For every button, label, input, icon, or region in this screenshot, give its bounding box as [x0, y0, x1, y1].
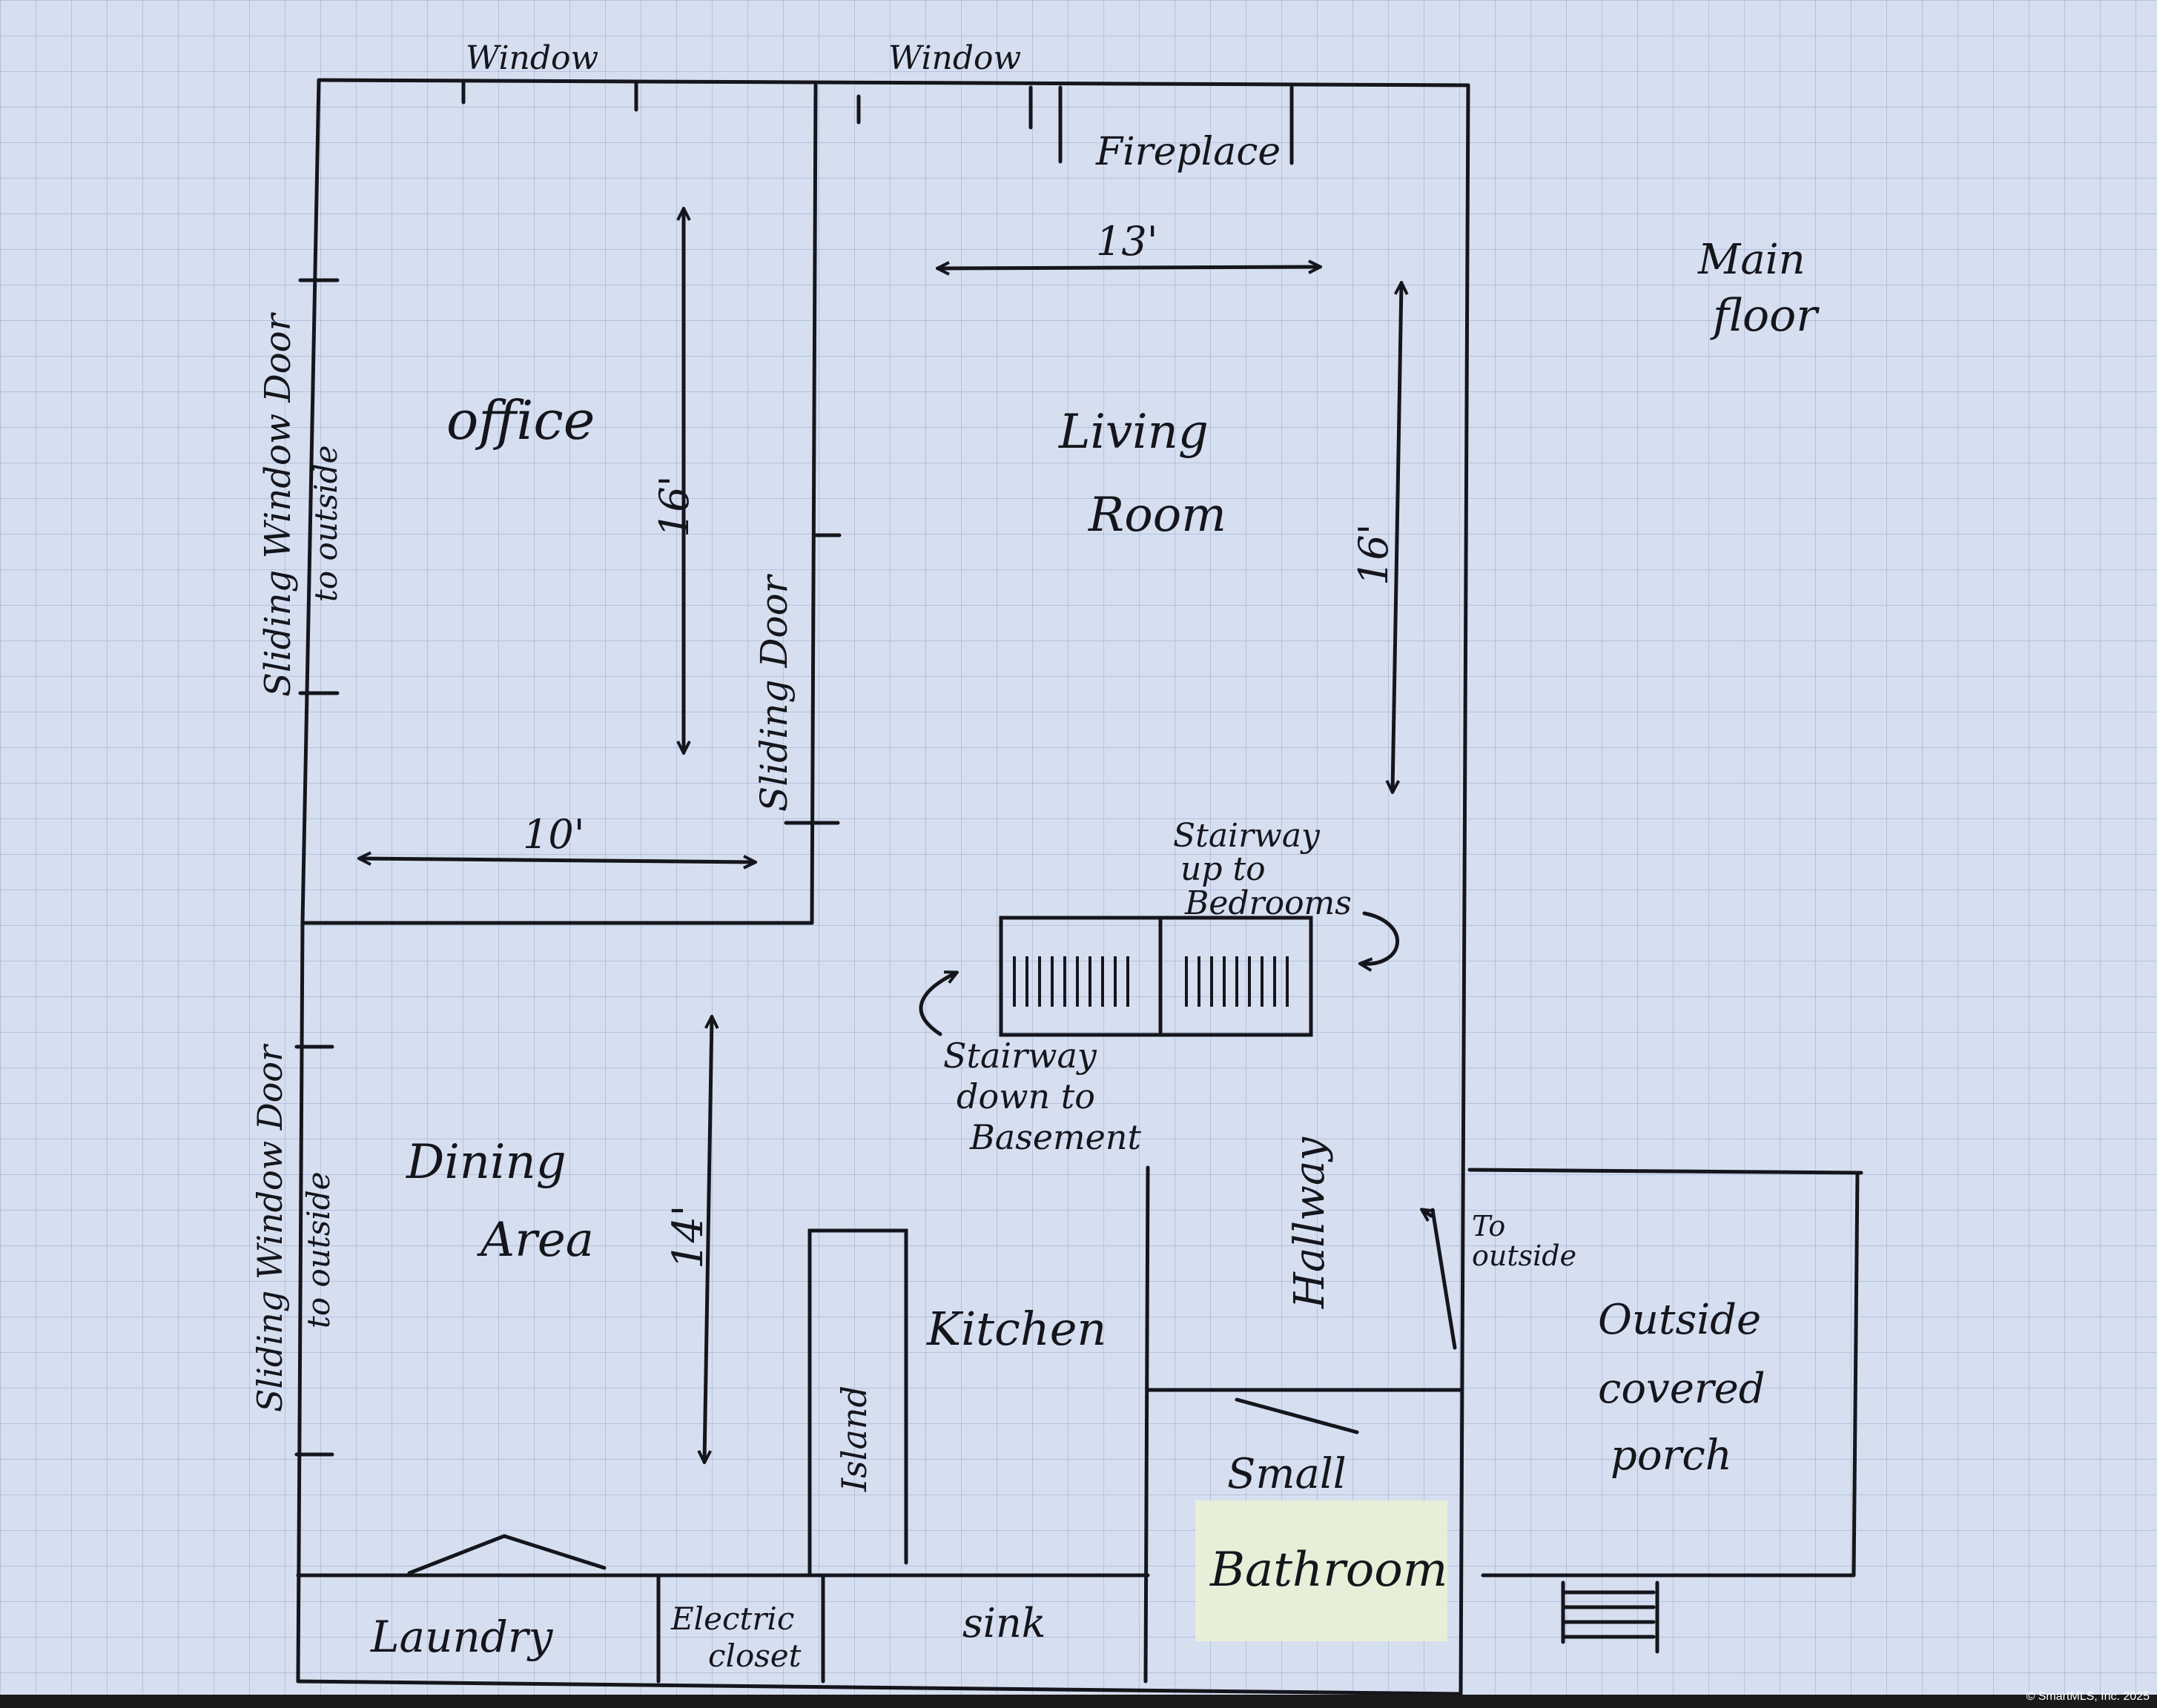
stair-down-label-line3: Basement	[970, 1117, 1142, 1157]
living-room-label-line2: Room	[1089, 488, 1226, 543]
right-wall	[1459, 83, 1470, 1696]
bathroom-door-swing	[1235, 1397, 1359, 1434]
dim-arrow-living-height	[1393, 283, 1401, 792]
fireplace-label: Fireplace	[1096, 130, 1281, 174]
stair-down-label-line2: down to	[957, 1076, 1095, 1116]
island	[807, 1228, 908, 1575]
staircase	[999, 916, 1313, 1037]
kitchen-label: Kitchen	[927, 1302, 1107, 1356]
left-wall-dining	[296, 921, 305, 1684]
stair-treads	[1013, 956, 1289, 1007]
porch-top	[1467, 1168, 1863, 1175]
island-label: Island	[834, 1386, 874, 1492]
living-room-label-line1: Living	[1059, 405, 1209, 460]
to-outside-label-top: to outside	[308, 445, 344, 602]
window-label-right: Window	[888, 39, 1022, 77]
porch-label-line3: porch	[1611, 1431, 1732, 1480]
kitchen-divider-wall	[1143, 1165, 1150, 1684]
left-wall-office	[300, 78, 321, 925]
dim-office-width: 10'	[523, 811, 585, 858]
window-label-left: Window	[466, 39, 599, 77]
dim-arrow-office-width	[360, 858, 755, 862]
to-outside-porch-label-line1: To	[1472, 1210, 1506, 1242]
stair-up-label-line2: up to	[1180, 850, 1266, 888]
electric-closet-label-line2: closet	[708, 1638, 802, 1674]
to-outside-porch-label-line2: outside	[1472, 1239, 1577, 1272]
porch-steps	[1561, 1580, 1659, 1654]
sink-label: sink	[962, 1600, 1046, 1646]
floor-title-line1: Main	[1698, 236, 1806, 284]
dining-area-label-line2: Area	[480, 1213, 594, 1268]
stair-down-label-line1: Stairway	[943, 1036, 1097, 1076]
sticky-note	[1195, 1500, 1447, 1641]
office-label: office	[446, 389, 595, 451]
bathroom-label: Bathroom	[1210, 1543, 1448, 1598]
porch-right	[1852, 1171, 1860, 1578]
small-label: Small	[1227, 1450, 1347, 1498]
dining-area-label-line1: Dining	[406, 1135, 566, 1190]
laundry-label: Laundry	[371, 1612, 553, 1662]
dim-arrow-living-width	[938, 267, 1320, 268]
porch-door-pointer	[1422, 1210, 1431, 1216]
porch-door-swing	[1430, 1208, 1457, 1350]
dim-living-width: 13'	[1096, 218, 1158, 265]
dim-arrow-dining-height	[704, 1017, 712, 1462]
office-right-wall	[810, 83, 818, 925]
sliding-window-door-label-top: Sliding Window Door	[257, 314, 299, 697]
sliding-door-label: Sliding Door	[753, 575, 796, 812]
porch-label-line1: Outside	[1598, 1296, 1762, 1344]
laundry-door-swing	[407, 1534, 607, 1575]
bottom-wall	[296, 1679, 1463, 1696]
top-wall	[317, 78, 1470, 87]
scan-edge	[0, 1695, 2157, 1708]
stair-up-label-line1: Stairway	[1173, 817, 1320, 855]
copyright-credit: © SmartMLS, Inc. 2025	[2026, 1690, 2150, 1703]
sliding-window-door-label-bottom: Sliding Window Door	[250, 1045, 290, 1412]
electric-closet-label-line1: Electric	[671, 1601, 795, 1637]
floor-title-line2: floor	[1713, 290, 1817, 342]
stair-up-label-line3: Bedrooms	[1185, 884, 1352, 922]
porch-label-line2: covered	[1598, 1365, 1765, 1413]
dim-office-height: 16'	[651, 475, 698, 537]
hallway-label: Hallway	[1286, 1137, 1334, 1308]
dim-dining-height: 14'	[664, 1205, 713, 1269]
dim-living-height: 16'	[1350, 523, 1397, 586]
stair-down-pointer	[919, 973, 957, 1036]
stair-up-pointer	[1361, 911, 1399, 964]
to-outside-label-bottom: to outside	[300, 1171, 337, 1328]
